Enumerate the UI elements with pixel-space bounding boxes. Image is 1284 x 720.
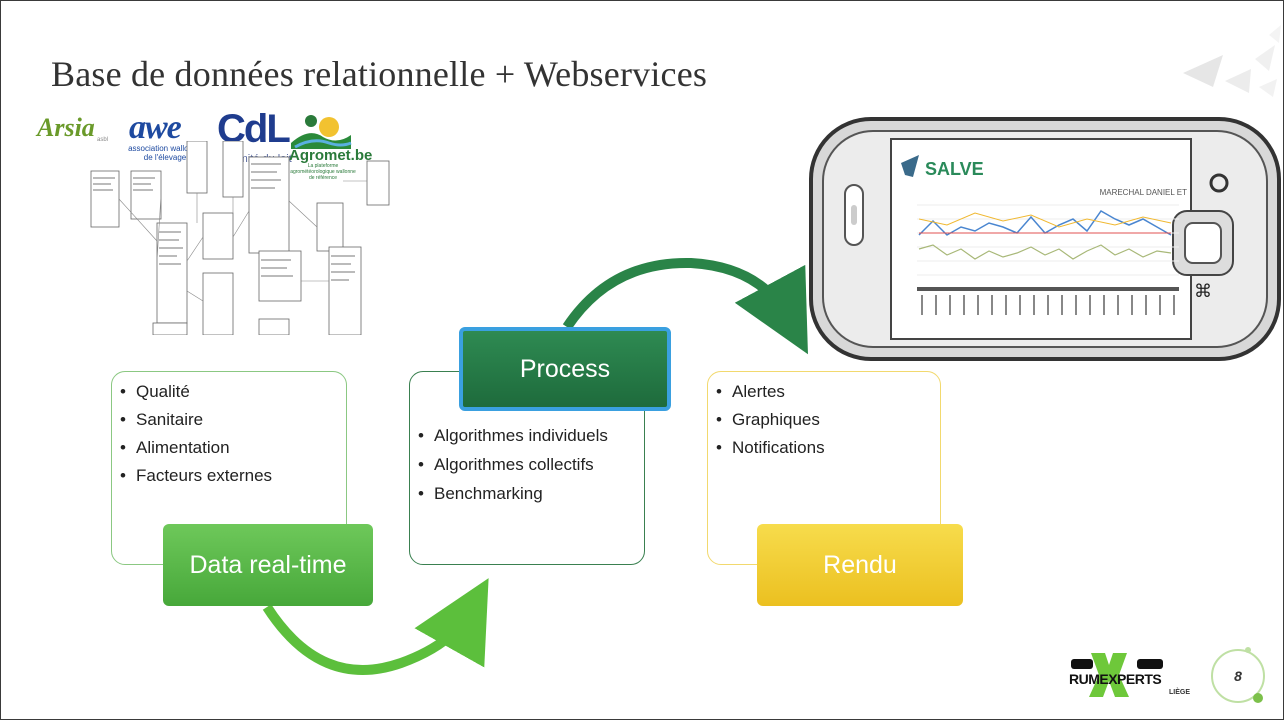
- process-label: Process: [459, 327, 671, 411]
- data-items-list: Qualité Sanitaire Alimentation Facteurs …: [120, 378, 272, 490]
- list-item: Benchmarking: [418, 482, 638, 505]
- rendu-items-list: Alertes Graphiques Notifications: [716, 378, 825, 462]
- data-real-time-label: Data real-time: [163, 524, 373, 606]
- list-item: Sanitaire: [120, 406, 272, 434]
- awe-logo: awe: [129, 109, 182, 146]
- decorative-triangles: [1183, 25, 1281, 97]
- slide-title: Base de données relationnelle + Webservi…: [51, 54, 708, 94]
- list-item: Algorithmes collectifs: [418, 453, 638, 476]
- page-dot: [1253, 693, 1263, 703]
- list-item: Facteurs externes: [120, 462, 272, 490]
- rendu-label: Rendu: [757, 524, 963, 606]
- agromet-logo-sub: La plateforme agrométéorologique wallonn…: [290, 163, 356, 181]
- list-item: Algorithmes individuels: [418, 424, 638, 447]
- list-item: Qualité: [120, 378, 272, 406]
- agromet-icon: [291, 115, 352, 149]
- rumexperts-logo: RUMEXPERTS: [1069, 671, 1162, 687]
- salve-brand: SALVE: [925, 159, 984, 179]
- phone-mockup: ⌘ SALVE MARECHAL DANIEL ET: [809, 117, 1281, 361]
- database-schema-diagram: [90, 141, 390, 335]
- list-item: Alimentation: [120, 434, 272, 462]
- svg-text:⌘: ⌘: [1194, 281, 1212, 301]
- arrow-data-to-process: [262, 578, 489, 675]
- agromet-logo: Agromet.be: [289, 147, 373, 164]
- arrow-process-to-rendu: [562, 257, 808, 355]
- list-item: Notifications: [716, 434, 825, 462]
- svg-text:MARECHAL DANIEL ET: MARECHAL DANIEL ET: [1100, 188, 1188, 197]
- arsia-logo: Arsia: [37, 113, 95, 142]
- process-items-list: Algorithmes individuels Algorithmes coll…: [418, 424, 638, 511]
- awe-logo-sub: association wallonne de l'élevage: [128, 144, 202, 162]
- rumexperts-icon: [1071, 653, 1163, 697]
- arsia-logo-sub: asbl: [97, 137, 109, 143]
- page-dot-small: [1245, 647, 1251, 653]
- list-item: Graphiques: [716, 406, 825, 434]
- list-item: Alertes: [716, 378, 825, 406]
- page-number: 8: [1211, 649, 1265, 703]
- liege-logo: LIÈGE: [1169, 689, 1191, 696]
